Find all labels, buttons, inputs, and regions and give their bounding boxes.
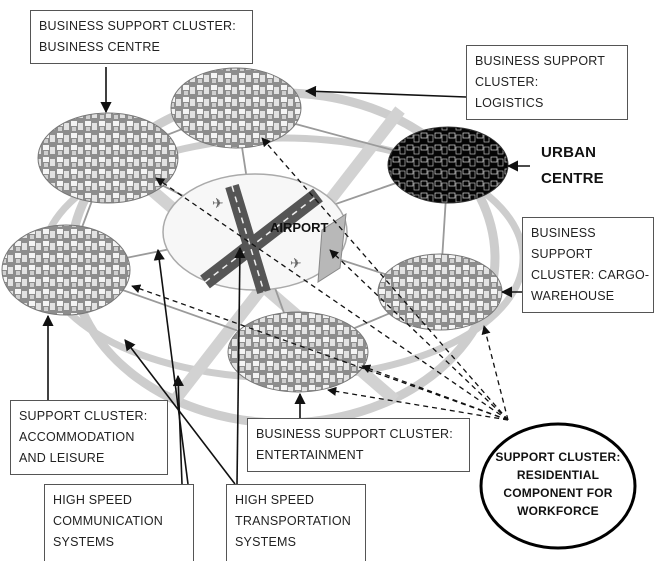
label-line: BUSINESS: [531, 226, 596, 240]
label-line: AND LEISURE: [19, 451, 105, 465]
label-line: SUPPORT: [531, 247, 593, 261]
label-line: CLUSTER: CARGO-: [531, 268, 650, 282]
label-logistics: BUSINESS SUPPORT CLUSTER: LOGISTICS: [466, 45, 628, 120]
label-line: SUPPORT CLUSTER:: [19, 409, 148, 423]
label-line: SUPPORT CLUSTER:: [495, 450, 621, 464]
label-line: HIGH SPEED: [53, 493, 133, 507]
arrow-logistics: [304, 85, 467, 98]
label-line: URBAN: [541, 144, 597, 161]
cluster-urban-centre: [387, 126, 509, 204]
label-line: CENTRE: [541, 170, 604, 187]
label-entertainment: BUSINESS SUPPORT CLUSTER: ENTERTAINMENT: [247, 418, 470, 472]
label-line: BUSINESS SUPPORT CLUSTER:: [39, 19, 236, 33]
arrow-comm-2: [172, 374, 184, 485]
label-line: HIGH SPEED: [235, 493, 315, 507]
label-transportation: HIGH SPEED TRANSPORTATION SYSTEMS: [226, 484, 366, 561]
cluster-accommodation: [1, 224, 131, 316]
cluster-entertainment: [227, 311, 369, 393]
label-line: WORKFORCE: [517, 504, 599, 518]
label-line: RESIDENTIAL: [516, 468, 600, 482]
label-cargo-warehouse: BUSINESS SUPPORT CLUSTER: CARGO- WAREHOU…: [522, 217, 654, 313]
cluster-cargo-warehouse: [377, 253, 503, 331]
label-line: COMMUNICATION: [53, 514, 163, 528]
arrow-trans-1: [234, 246, 246, 485]
plane-icon: ✈: [290, 255, 302, 271]
label-line: BUSINESS CENTRE: [39, 40, 161, 54]
dashed-arrows: [131, 137, 509, 421]
label-line: ACCOMMODATION: [19, 430, 135, 444]
airport-label: AIRPORT: [270, 220, 329, 235]
label-line: BUSINESS SUPPORT: [475, 54, 606, 68]
cluster-business-centre: [37, 112, 179, 204]
label-line: SYSTEMS: [235, 535, 297, 549]
arrow-comm-1: [153, 248, 189, 485]
label-urban-centre: URBAN CENTRE: [541, 140, 621, 192]
solid-arrows: [42, 67, 530, 485]
label-business-centre: BUSINESS SUPPORT CLUSTER: BUSINESS CENTR…: [30, 10, 253, 64]
label-communication: HIGH SPEED COMMUNICATION SYSTEMS: [44, 484, 194, 561]
label-line: SYSTEMS: [53, 535, 115, 549]
residential-oval: [479, 422, 637, 550]
label-line: TRANSPORTATION: [235, 514, 352, 528]
label-line: BUSINESS SUPPORT CLUSTER:: [256, 427, 453, 441]
airport-node: AIRPORT ✈ ✈: [162, 173, 348, 295]
label-line: COMPONENT FOR: [503, 486, 613, 500]
label-residential: SUPPORT CLUSTER: RESIDENTIAL COMPONENT F…: [488, 448, 628, 520]
label-line: ENTERTAINMENT: [256, 448, 364, 462]
label-line: CLUSTER:: [475, 75, 539, 89]
arrow-trans-2: [124, 339, 236, 485]
plane-icon: ✈: [212, 195, 224, 211]
label-accommodation: SUPPORT CLUSTER: ACCOMMODATION AND LEISU…: [10, 400, 168, 475]
label-line: WAREHOUSE: [531, 289, 615, 303]
label-line: LOGISTICS: [475, 96, 544, 110]
cluster-logistics: [170, 67, 302, 149]
